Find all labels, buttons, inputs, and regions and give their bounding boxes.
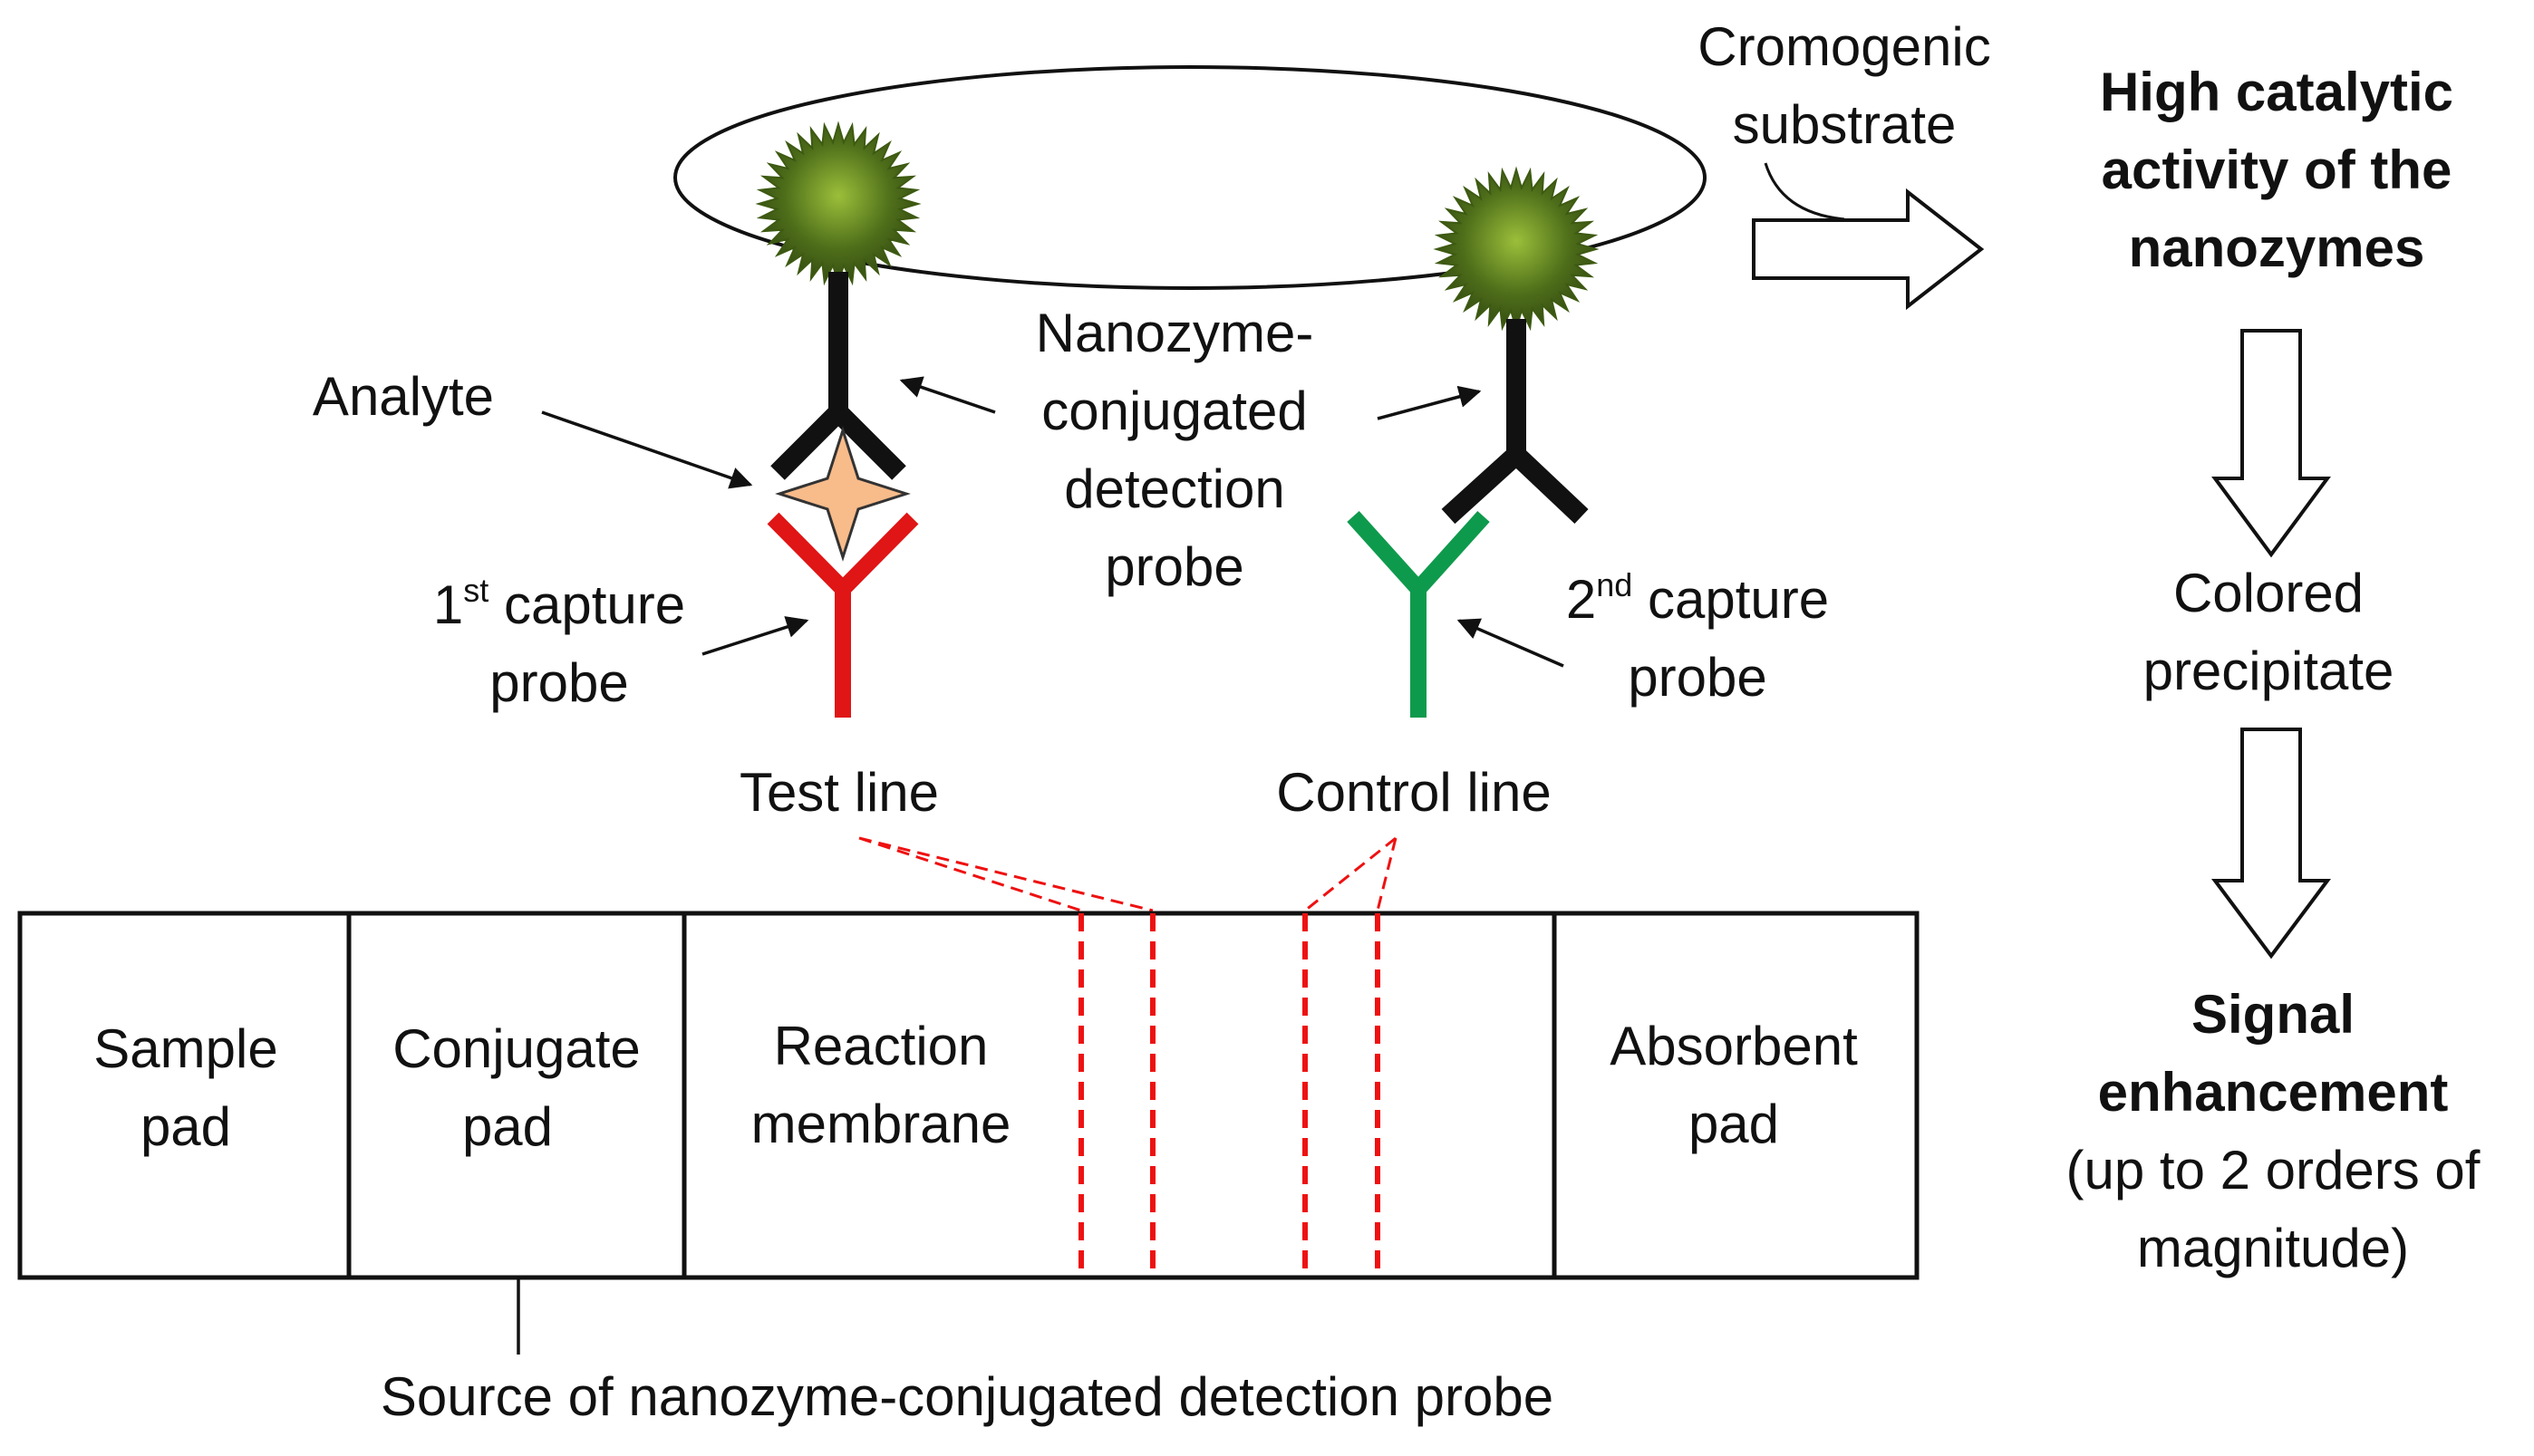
probe-ellipse (673, 65, 1707, 290)
signal-enhancement-label: Signal (2191, 984, 2355, 1045)
substrate-label: substrate (1733, 94, 1957, 155)
nanozyme-probe-label: probe (1105, 536, 1243, 597)
reaction-membrane-label: membrane (751, 1094, 1011, 1154)
test-line-label: Test line (740, 762, 939, 823)
second-capture-label: probe (1628, 647, 1766, 708)
first-capture-label: probe (489, 652, 628, 713)
control-line-connector (1304, 836, 1398, 912)
analyte-star-icon (775, 426, 911, 562)
first-capture-label: 1st capture (433, 572, 685, 635)
sample-pad-label: Sample (93, 1018, 277, 1079)
nanozyme-probe-label: conjugated (1041, 381, 1308, 441)
colored-precipitate-label: precipitate (2143, 641, 2394, 701)
hollow-arrow-icon (2211, 329, 2331, 558)
nanozyme-pointer-left (899, 376, 996, 414)
conjugate-pad-label: Conjugate (392, 1018, 641, 1079)
analyte-label: Analyte (313, 366, 494, 427)
capture2-pointer-arrow (1456, 618, 1564, 668)
nanozyme-particle-icon (755, 121, 922, 287)
signal-enhancement-note: magnitude) (2137, 1218, 2409, 1278)
nanozyme-particle-icon (1433, 166, 1600, 333)
hollow-arrow-icon (1752, 188, 1985, 311)
test-line-connector (858, 836, 1154, 912)
hollow-arrow-icon (2211, 728, 2331, 959)
high-activity-label: activity of the (2102, 140, 2452, 200)
absorbent-pad-label: Absorbent (1610, 1016, 1858, 1076)
high-activity-label: High catalytic (2100, 62, 2453, 122)
cromogenic-label: Cromogenic (1697, 16, 1990, 77)
reaction-membrane-label: Reaction (774, 1016, 989, 1076)
source-label: Source of nanozyme-conjugated detection … (381, 1366, 1553, 1427)
signal-enhancement-label: enhancement (2098, 1062, 2449, 1123)
sample-pad-label: pad (140, 1096, 231, 1157)
test-strip (17, 911, 1920, 1280)
first-capture-probe-icon (767, 512, 919, 718)
analyte-pointer-arrow (541, 410, 753, 489)
second-capture-label: 2nd capture (1566, 566, 1829, 630)
substrate-curve (1764, 162, 1845, 221)
second-capture-probe-icon (1347, 510, 1490, 718)
nanozyme-pointer-right (1377, 385, 1482, 420)
signal-enhancement-note: (up to 2 orders of (2066, 1140, 2481, 1200)
conjugate-pad-label: pad (462, 1096, 553, 1157)
capture1-pointer-arrow (701, 616, 809, 656)
nanozyme-probe-label: Nanozyme- (1036, 303, 1314, 363)
control-line-label: Control line (1276, 762, 1552, 823)
nanozyme-probe-label: detection (1064, 458, 1285, 519)
colored-precipitate-label: Colored (2173, 563, 2364, 623)
detection-antibody-icon (770, 272, 906, 480)
detection-antibody-icon (1441, 319, 1589, 525)
absorbent-pad-label: pad (1688, 1094, 1779, 1154)
high-activity-label: nanozymes (2129, 217, 2425, 278)
